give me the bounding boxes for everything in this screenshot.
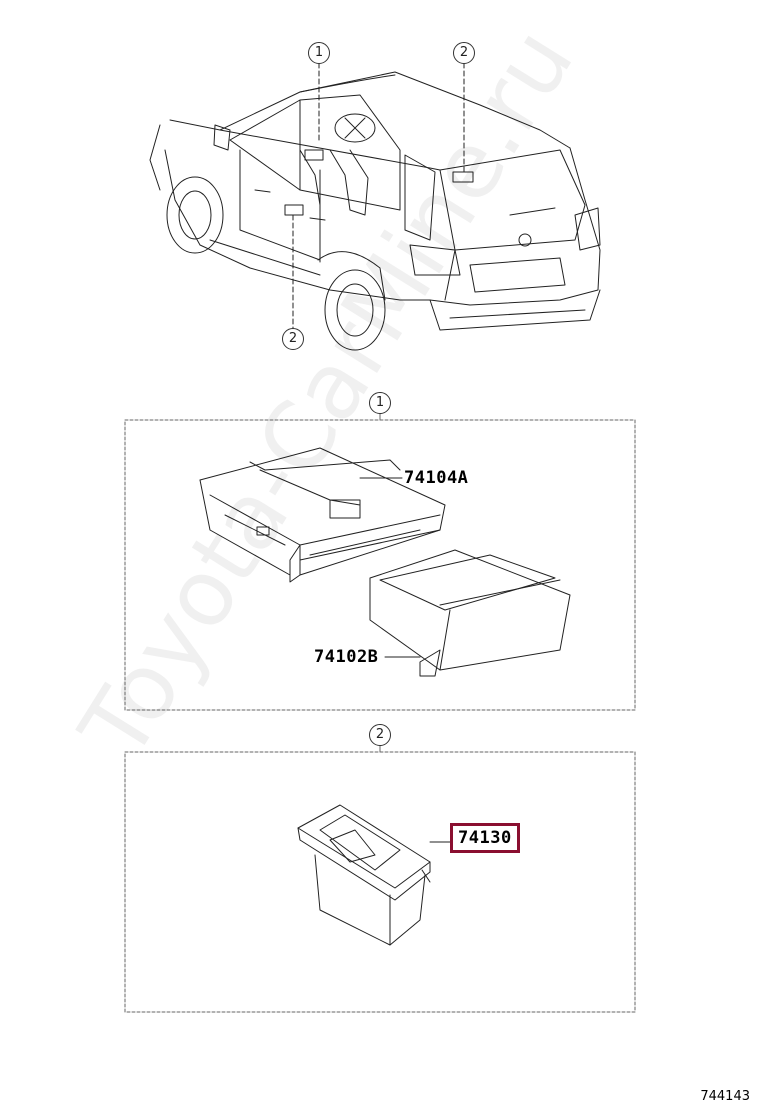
callout-2-vehicle-rear: 2 xyxy=(453,42,475,64)
diagram-id: 744143 xyxy=(700,1089,750,1104)
callout-section-1: 1 xyxy=(369,392,391,414)
part-label-74130-highlighted[interactable]: 74130 xyxy=(450,823,520,853)
detail-frame-2 xyxy=(124,751,636,1013)
box-assembly-74130 xyxy=(297,804,431,946)
callout-2-vehicle-side: 2 xyxy=(282,328,304,350)
detail-frame-1 xyxy=(124,419,636,711)
box-assembly-74104A xyxy=(199,447,446,583)
box-door-74102B xyxy=(369,549,571,677)
vehicle-illustration xyxy=(149,71,601,351)
callout-1-vehicle: 1 xyxy=(308,42,330,64)
part-label-74104A[interactable]: 74104A xyxy=(404,468,469,488)
part-label-74102B[interactable]: 74102B xyxy=(314,647,379,667)
callout-section-2: 2 xyxy=(369,724,391,746)
